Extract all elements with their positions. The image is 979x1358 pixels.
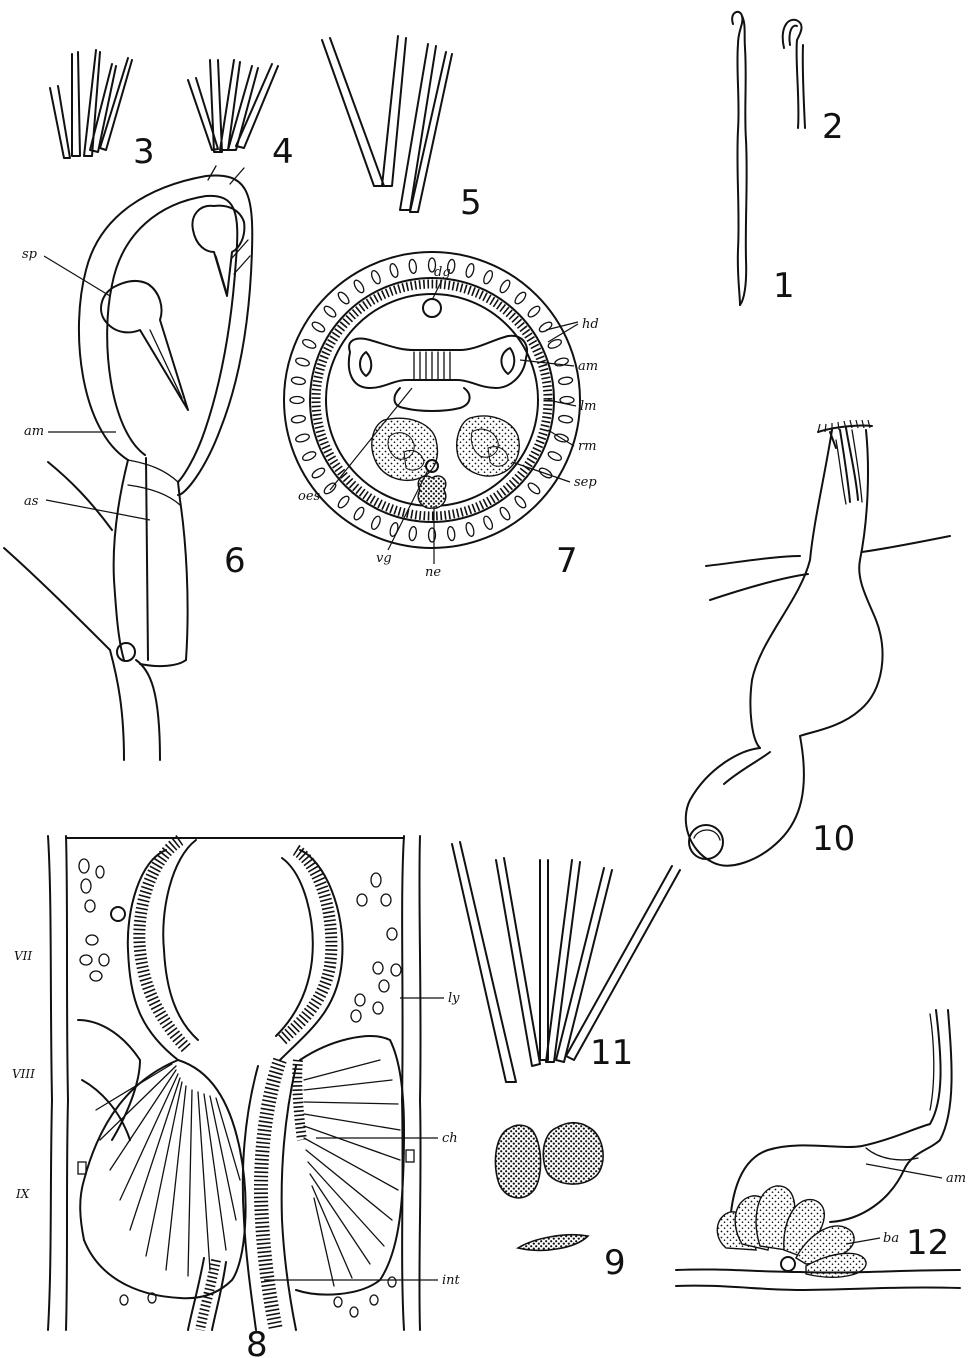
epidermal-cell	[498, 279, 511, 295]
epidermal-cell	[558, 376, 573, 385]
epidermal-cell	[526, 481, 541, 495]
epidermal-cell	[389, 263, 400, 278]
epidermal-cell	[295, 433, 310, 444]
fig7-label-ne: ne	[425, 565, 441, 580]
figure-number-3: 3	[133, 132, 155, 172]
fig7-label-am: am	[578, 359, 598, 374]
epidermal-cell	[482, 515, 494, 531]
epidermal-cell	[408, 259, 417, 274]
figure-12-spermatheca: am ba 12	[676, 1010, 966, 1290]
fig6-label-as: as	[24, 494, 39, 509]
fig7-label-hd: hd	[582, 317, 599, 332]
figure-number-7: 7	[556, 541, 578, 581]
fig7-label-rm: rm	[578, 439, 597, 454]
epidermal-cell	[322, 304, 337, 318]
figure-number-10: 10	[812, 819, 855, 859]
figure-10-spermatheca: 10	[686, 420, 950, 866]
figure-1-chaeta: 1	[732, 12, 795, 306]
fig12-label-ba: ba	[883, 1231, 899, 1246]
epidermal-cell	[538, 320, 554, 333]
fig12-label-am: am	[946, 1171, 966, 1186]
epidermal-cell	[291, 376, 306, 385]
figure-number-1: 1	[773, 266, 795, 306]
epidermal-cell	[408, 526, 417, 541]
epidermal-cell	[526, 304, 541, 318]
figure-number-8: 8	[246, 1325, 268, 1358]
epidermal-cell	[370, 269, 382, 285]
epidermal-cell	[370, 515, 382, 531]
epidermal-cell	[547, 338, 563, 350]
figure-number-6: 6	[224, 541, 246, 581]
epidermal-cell	[352, 279, 365, 295]
figure-number-11: 11	[590, 1033, 633, 1073]
epidermal-cell	[290, 397, 304, 404]
epidermal-cell	[447, 526, 456, 541]
epidermal-cell	[498, 506, 511, 522]
epidermal-cell	[352, 506, 365, 522]
epidermal-cell	[291, 415, 306, 424]
epidermal-cell	[336, 290, 350, 305]
figure-number-4: 4	[272, 132, 294, 172]
epidermal-cell	[482, 269, 494, 285]
figure-7-cross-section: dg hd am lm rm sep oes vg ne 7	[284, 252, 599, 581]
figure-number-2: 2	[822, 107, 844, 147]
figure-6-spermatheca: sp am as 6	[4, 166, 252, 760]
fig8-label-ly: ly	[448, 991, 460, 1006]
fig7-label-lm: lm	[580, 399, 597, 414]
figure-11-chaetae-bundle: 11	[452, 842, 680, 1082]
fig8-label-ch: ch	[442, 1131, 458, 1146]
epidermal-cell	[301, 338, 317, 350]
figure-number-12: 12	[906, 1223, 949, 1263]
fig6-label-sp: sp	[22, 247, 38, 262]
epidermal-cell	[513, 494, 527, 509]
epidermal-cell	[311, 466, 327, 479]
fig8-segment-vii: VII	[14, 949, 32, 963]
fig7-label-dg: dg	[434, 265, 451, 280]
epidermal-cell	[301, 450, 317, 462]
epidermal-cell	[558, 415, 573, 424]
epidermal-cell	[465, 522, 476, 537]
figure-4-chaetae-bundle: 4	[188, 60, 294, 172]
epidermal-cell	[336, 494, 350, 509]
fig7-label-sep: sep	[574, 475, 597, 490]
figure-2-chaeta-tip: 2	[783, 20, 844, 147]
fig7-label-oes: oes	[298, 489, 321, 504]
fig8-segment-ix: IX	[15, 1187, 30, 1201]
figure-number-9: 9	[604, 1243, 626, 1283]
figure-number-5: 5	[460, 183, 482, 223]
fig8-label-int: int	[442, 1273, 461, 1288]
epidermal-cell	[547, 450, 563, 462]
fig8-segment-viii: VIII	[12, 1067, 35, 1081]
epidermal-cell	[465, 263, 476, 278]
figure-5-chaetae-bundle: 5	[322, 36, 482, 223]
fig7-label-vg: vg	[376, 551, 392, 566]
fig6-label-am: am	[24, 424, 44, 439]
figure-8-longitudinal-section: VII VIII IX ly ch int 8	[12, 836, 461, 1358]
figure-3-chaetae-bundle: 3	[50, 50, 155, 172]
epidermal-cell	[311, 320, 327, 333]
figure-9-granules: 9	[495, 1123, 625, 1283]
epidermal-cell	[295, 357, 310, 368]
epidermal-cell	[513, 290, 527, 305]
fig8-lymph-corpuscles	[79, 859, 401, 1317]
